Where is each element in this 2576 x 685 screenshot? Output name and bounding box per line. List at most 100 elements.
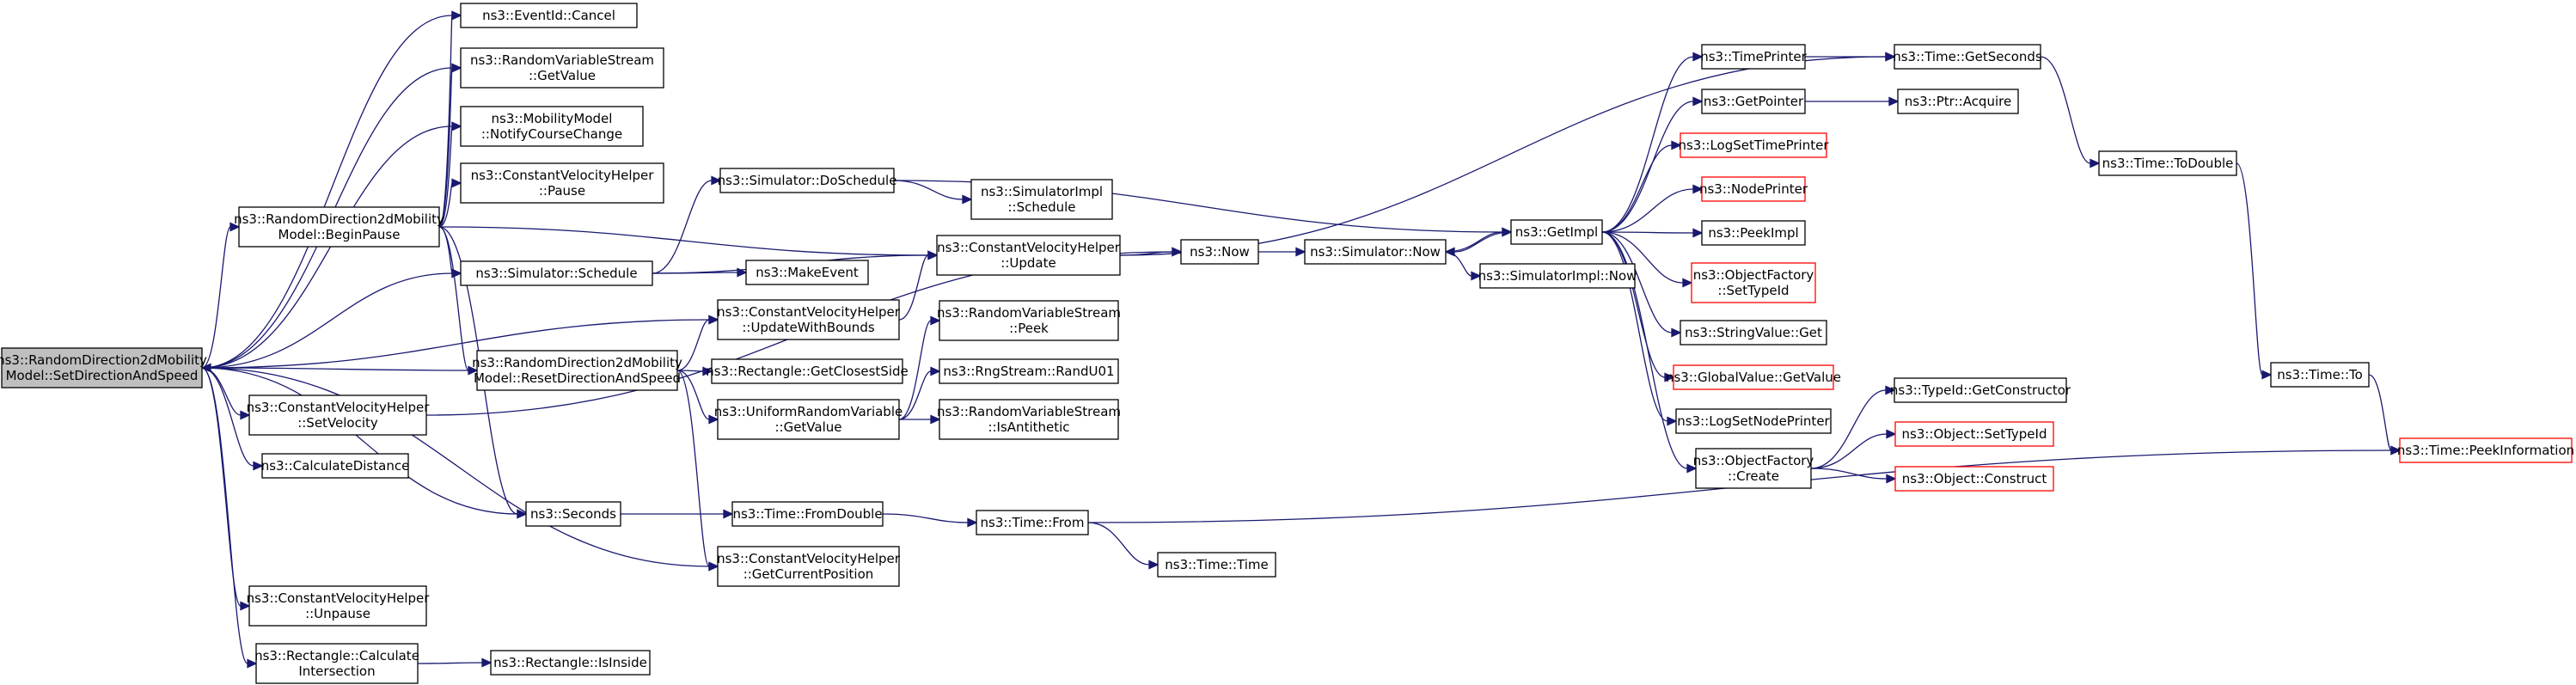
node-box-timetime[interactable] [1157,552,1276,578]
node-box-peekinfo[interactable] [2399,437,2573,463]
node-box-setvelocity[interactable] [248,394,427,436]
node-box-cancel[interactable] [460,3,638,28]
node-box-beginpause[interactable] [238,206,440,248]
node-timetime[interactable]: ns3::Time::Time [1157,552,1276,578]
node-box-seconds[interactable] [525,501,621,527]
node-globalvalueget[interactable]: ns3::GlobalValue::GetValue [1666,364,1841,390]
node-timefrom[interactable]: ns3::Time::From [976,510,1089,535]
node-notify[interactable]: ns3::MobilityModel::NotifyCourseChange [460,106,644,147]
node-randu01[interactable]: ns3::RngStream::RandU01 [939,358,1119,384]
node-box-notify[interactable] [460,106,644,147]
node-box-updatebounds[interactable] [717,299,900,340]
node-box-urvgetvalue[interactable] [717,399,900,440]
node-box-calcdist[interactable] [261,453,409,479]
node-box-pause[interactable] [460,162,664,204]
node-box-unpause[interactable] [248,585,427,627]
node-box-schedule[interactable] [460,260,653,286]
node-box-ptracquire[interactable] [1897,89,2019,114]
node-cancel[interactable]: ns3::EventId::Cancel [460,3,638,28]
node-box-isinside[interactable] [490,650,651,676]
node-box-fromdouble[interactable] [731,501,884,527]
node-box-calcinter[interactable] [255,643,419,684]
node-box-doschedule[interactable] [719,168,895,193]
node-rvsgetvalue[interactable]: ns3::RandomVariableStream::GetValue [460,47,664,89]
node-box-root[interactable] [1,347,203,388]
node-box-timeprinter[interactable] [1701,44,1806,70]
node-todouble[interactable]: ns3::Time::ToDouble [2098,150,2237,176]
node-box-getseconds[interactable] [1894,44,2041,70]
node-box-closestside[interactable] [711,358,903,384]
node-box-ofcreate[interactable] [1695,448,1812,489]
node-pause[interactable]: ns3::ConstantVelocityHelper::Pause [460,162,664,204]
node-box-objconstruct[interactable] [1894,466,2054,492]
node-calcdist[interactable]: ns3::CalculateDistance [261,453,410,479]
node-box-getimpl[interactable] [1510,219,1603,245]
node-updatebounds[interactable]: ns3::ConstantVelocityHelper::UpdateWithB… [717,299,901,340]
node-isantithetic[interactable]: ns3::RandomVariableStream::IsAntithetic [937,399,1121,440]
node-urvgetvalue[interactable]: ns3::UniformRandomVariable::GetValue [714,399,903,440]
node-simimplschedule[interactable]: ns3::SimulatorImpl::Schedule [970,179,1113,220]
node-box-globalvalueget[interactable] [1673,364,1834,390]
node-now[interactable]: ns3::Now [1180,239,1259,265]
node-logsettimeprinter[interactable]: ns3::LogSetTimePrinter [1678,132,1829,158]
node-peekinfo[interactable]: ns3::Time::PeekInformation [2397,437,2574,463]
node-getcurpos[interactable]: ns3::ConstantVelocityHelper::GetCurrentP… [717,546,901,587]
node-box-now[interactable] [1180,239,1259,265]
node-box-logsettimeprinter[interactable] [1680,132,1827,158]
node-box-makeevent[interactable] [745,260,869,285]
node-closestside[interactable]: ns3::Rectangle::GetClosestSide [706,358,909,384]
node-setvelocity[interactable]: ns3::ConstantVelocityHelper::SetVelocity [247,394,431,436]
node-ofcreate[interactable]: ns3::ObjectFactory::Create [1693,448,1814,489]
node-rvspeek[interactable]: ns3::RandomVariableStream::Peek [937,300,1121,341]
node-timeto[interactable]: ns3::Time::To [2270,362,2370,388]
node-resetdir[interactable]: ns3::RandomDirection2dMobilityModel::Res… [472,350,682,391]
node-seconds[interactable]: ns3::Seconds [525,501,621,527]
node-box-nodeprinter[interactable] [1701,176,1806,202]
node-doschedule[interactable]: ns3::Simulator::DoSchedule [718,168,897,193]
node-box-timeto[interactable] [2270,362,2370,388]
node-ofsettypeid[interactable]: ns3::ObjectFactory::SetTypeId [1691,262,1816,303]
node-box-rvspeek[interactable] [939,300,1119,341]
node-box-simimplnow[interactable] [1479,263,1636,289]
node-nodeprinter[interactable]: ns3::NodePrinter [1699,176,1808,202]
node-box-timefrom[interactable] [976,510,1089,535]
node-cvhupdate[interactable]: ns3::ConstantVelocityHelper::Update [936,235,1121,276]
node-getimpl[interactable]: ns3::GetImpl [1510,219,1603,245]
node-box-ofsettypeid[interactable] [1691,262,1816,303]
node-box-logsetnodeprinter[interactable] [1675,408,1832,434]
node-box-resetdir[interactable] [476,350,678,391]
node-box-typeidgetctor[interactable] [1894,377,2067,403]
node-getseconds[interactable]: ns3::Time::GetSeconds [1893,44,2042,70]
node-unpause[interactable]: ns3::ConstantVelocityHelper::Unpause [247,585,431,627]
node-box-objsettypeid[interactable] [1894,421,2054,447]
node-box-todouble[interactable] [2098,150,2237,176]
node-box-stringvalueget[interactable] [1680,320,1827,346]
node-box-randu01[interactable] [939,358,1119,384]
node-schedule[interactable]: ns3::Simulator::Schedule [460,260,653,286]
node-logsetnodeprinter[interactable]: ns3::LogSetNodePrinter [1675,408,1832,434]
node-box-getpointer[interactable] [1701,89,1806,114]
node-objsettypeid[interactable]: ns3::Object::SetTypeId [1894,421,2054,447]
node-makeevent[interactable]: ns3::MakeEvent [745,260,869,285]
node-typeidgetctor[interactable]: ns3::TypeId::GetConstructor [1890,377,2071,403]
node-peekimpl[interactable]: ns3::PeekImpl [1701,220,1806,246]
node-box-simimplschedule[interactable] [970,179,1113,220]
node-box-cvhupdate[interactable] [936,235,1121,276]
node-box-simnow[interactable] [1304,239,1447,265]
node-ptracquire[interactable]: ns3::Ptr::Acquire [1897,89,2019,114]
node-beginpause[interactable]: ns3::RandomDirection2dMobilityModel::Beg… [234,206,444,248]
node-isinside[interactable]: ns3::Rectangle::IsInside [490,650,651,676]
node-stringvalueget[interactable]: ns3::StringValue::Get [1680,320,1827,346]
node-objconstruct[interactable]: ns3::Object::Construct [1894,466,2054,492]
node-fromdouble[interactable]: ns3::Time::FromDouble [731,501,884,527]
node-getpointer[interactable]: ns3::GetPointer [1701,89,1806,114]
node-box-peekimpl[interactable] [1701,220,1806,246]
node-root[interactable]: ns3::RandomDirection2dMobilityModel::Set… [0,347,207,388]
node-box-isantithetic[interactable] [939,399,1119,440]
node-simimplnow[interactable]: ns3::SimulatorImpl::Now [1478,263,1637,289]
node-timeprinter[interactable]: ns3::TimePrinter [1700,44,1808,70]
node-box-rvsgetvalue[interactable] [460,47,664,89]
node-simnow[interactable]: ns3::Simulator::Now [1304,239,1447,265]
node-box-getcurpos[interactable] [717,546,900,587]
